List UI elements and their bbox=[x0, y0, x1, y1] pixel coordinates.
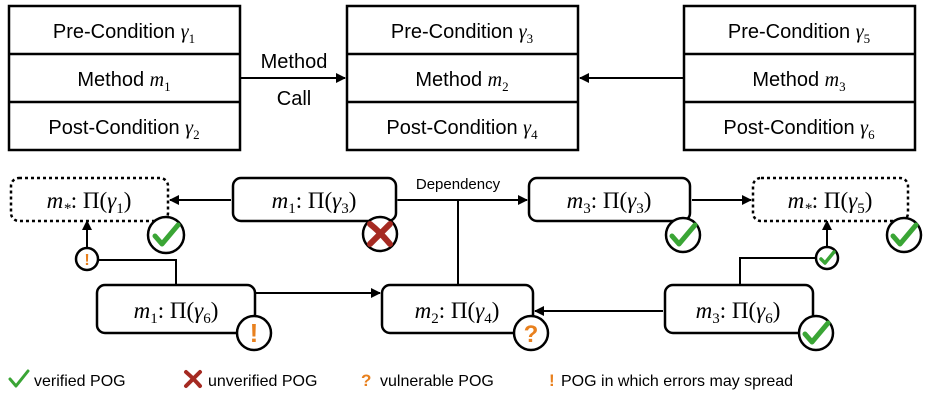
pog-node-m3-gamma3: m3: Π(γ3) bbox=[527, 176, 692, 223]
pre-condition-label: Pre-Condition γ5 bbox=[728, 21, 870, 46]
legend-item-unverified: unverified POG bbox=[184, 370, 317, 390]
pog-label: m3: Π(γ3) bbox=[567, 188, 652, 217]
svg-text:vulnerable POG: vulnerable POG bbox=[380, 373, 494, 390]
post-condition-label: Post-Condition γ2 bbox=[48, 117, 199, 142]
pog-node-m3-gamma6: m3: Π(γ6) bbox=[663, 283, 815, 335]
method-spec-m1: Pre-Condition γ1 Method m1 Post-Conditio… bbox=[7, 4, 242, 152]
question-icon: ? bbox=[361, 371, 371, 390]
pre-condition-label: Pre-Condition γ3 bbox=[391, 21, 533, 46]
svg-text:verified POG: verified POG bbox=[34, 373, 126, 390]
method-spec-m2: Pre-Condition γ3 Method m2 Post-Conditio… bbox=[345, 4, 580, 152]
pog-node-m1-gamma3: m1: Π(γ3) bbox=[231, 176, 398, 223]
vulnerable-badge-icon: ? bbox=[512, 314, 550, 352]
unverified-badge-icon bbox=[361, 215, 399, 253]
method-label: Method m3 bbox=[752, 69, 845, 94]
pog-node-m2-gamma4: m2: Π(γ4) bbox=[380, 283, 535, 335]
legend-item-spread: ! POG in which errors may spread bbox=[549, 371, 793, 390]
exclamation-icon: ! bbox=[549, 371, 555, 390]
post-condition-label: Post-Condition γ4 bbox=[386, 117, 538, 142]
method-spec-m3: Pre-Condition γ5 Method m3 Post-Conditio… bbox=[682, 4, 917, 152]
check-icon bbox=[8, 369, 30, 388]
spread-marker-icon: ! bbox=[74, 246, 100, 272]
method-call-label-2: Call bbox=[277, 88, 311, 110]
method-label: Method m2 bbox=[415, 69, 508, 94]
verified-badge-icon bbox=[146, 215, 186, 255]
cross-icon bbox=[184, 370, 202, 388]
svg-text:!: ! bbox=[250, 318, 259, 348]
pog-edges bbox=[82, 195, 832, 316]
pog-label: m3: Π(γ6) bbox=[696, 298, 781, 327]
svg-text:POG in which errors may spread: POG in which errors may spread bbox=[561, 373, 793, 390]
pog-node-mstar-gamma5: m*: Π(γ5) bbox=[751, 176, 910, 223]
post-condition-label: Post-Condition γ6 bbox=[723, 117, 875, 142]
verified-marker-icon bbox=[814, 245, 840, 271]
pog-node-m1-gamma6: m1: Π(γ6) bbox=[95, 283, 257, 335]
spread-badge-icon: ! bbox=[235, 314, 273, 352]
svg-text:?: ? bbox=[524, 321, 539, 348]
pog-label: m2: Π(γ4) bbox=[415, 298, 500, 327]
pog-label: m1: Π(γ3) bbox=[272, 188, 357, 217]
legend-item-vulnerable: ? vulnerable POG bbox=[361, 371, 494, 390]
edge-m3g6-to-check-marker bbox=[739, 257, 815, 285]
verified-badge-icon bbox=[885, 216, 923, 254]
pog-label: m*: Π(γ5) bbox=[788, 188, 873, 217]
dependency-label: Dependency bbox=[416, 176, 501, 193]
pog-label: m1: Π(γ6) bbox=[134, 298, 219, 327]
svg-text:!: ! bbox=[84, 252, 89, 269]
svg-text:unverified POG: unverified POG bbox=[208, 373, 317, 390]
pre-condition-label: Pre-Condition γ1 bbox=[53, 21, 195, 46]
method-label: Method m1 bbox=[77, 69, 170, 94]
pog-label: m*: Π(γ1) bbox=[47, 188, 132, 217]
legend-item-verified: verified POG bbox=[8, 369, 126, 390]
legend: verified POG unverified POG ? vulnerable… bbox=[8, 369, 793, 390]
verified-badge-icon bbox=[664, 216, 702, 254]
verified-badge-icon bbox=[797, 314, 835, 352]
method-call-label: Method bbox=[261, 51, 328, 73]
edge-m1g6-to-spread-marker bbox=[87, 259, 177, 285]
pog-node-mstar-gamma1: m*: Π(γ1) bbox=[9, 176, 170, 223]
